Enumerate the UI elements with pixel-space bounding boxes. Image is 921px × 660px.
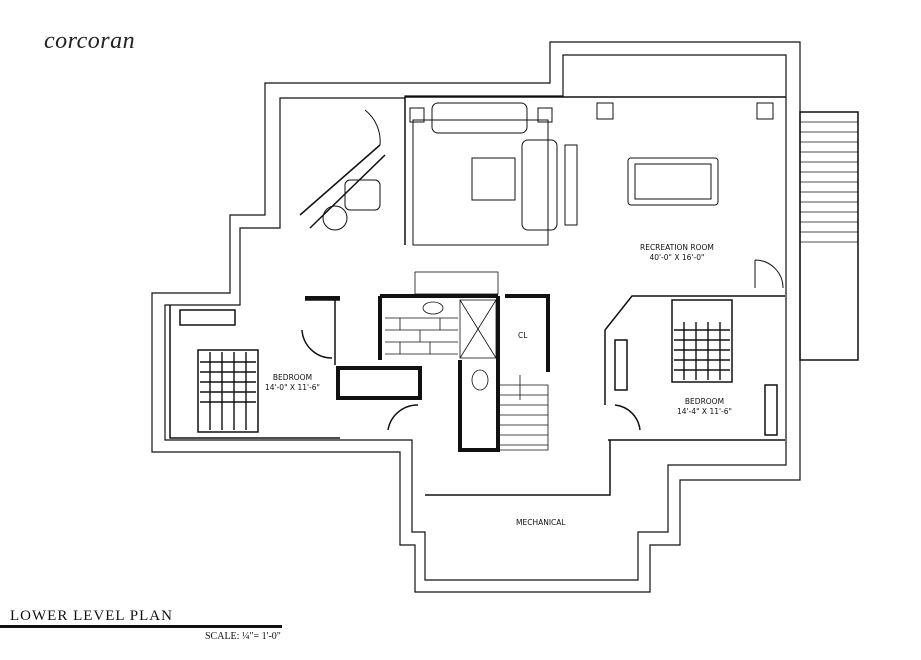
bedroom-left-wall xyxy=(169,299,340,439)
bedroom-right-wall xyxy=(425,295,785,496)
core-walls xyxy=(305,294,550,452)
bedroom-right-label: BEDROOM 14'-4" X 11'-6" xyxy=(677,397,732,417)
toilet xyxy=(471,369,489,391)
bed-patterns xyxy=(200,322,730,430)
inner-boundary xyxy=(164,54,787,581)
corcoran-logo: corcoran xyxy=(44,28,136,54)
outer-boundary xyxy=(151,41,801,593)
sofa-top xyxy=(431,102,528,134)
mechanical-label: MECHANICAL xyxy=(516,518,566,527)
room-name: RECREATION ROOM xyxy=(640,243,714,252)
coffee-table xyxy=(471,157,516,201)
closet-label: CL xyxy=(518,331,528,340)
pool-table xyxy=(627,157,719,206)
scale-note: SCALE: ¼"= 1'-0" xyxy=(205,631,281,642)
sofa-side xyxy=(521,139,558,231)
stairs-exterior xyxy=(799,111,859,361)
room-name: BEDROOM xyxy=(684,397,725,406)
plan-title: LOWER LEVEL PLAN xyxy=(10,608,173,624)
bed-left xyxy=(197,349,259,433)
sink xyxy=(422,301,444,315)
side-table xyxy=(322,205,348,231)
rug xyxy=(412,119,549,246)
armchair xyxy=(344,179,381,211)
room-size: 40'-0" X 16'-0" xyxy=(649,253,705,262)
room-size: 14'-4" X 11'-6" xyxy=(677,407,732,416)
room-name: BEDROOM xyxy=(272,373,313,382)
interior-stairs xyxy=(500,375,549,451)
door-swing xyxy=(364,109,381,146)
tile-floor xyxy=(385,317,458,355)
recreation-room-label: RECREATION ROOM 40'-0" X 16'-0" xyxy=(640,243,714,263)
rec-room-wall xyxy=(299,96,786,245)
bedroom-left-label: BEDROOM 14'-0" X 11'-6" xyxy=(265,373,320,393)
shower xyxy=(459,299,497,359)
title-divider xyxy=(0,625,282,628)
stair-treads xyxy=(800,121,858,243)
bed-right xyxy=(671,299,733,383)
console xyxy=(564,144,578,226)
room-size: 14'-0" X 11'-6" xyxy=(265,383,320,392)
